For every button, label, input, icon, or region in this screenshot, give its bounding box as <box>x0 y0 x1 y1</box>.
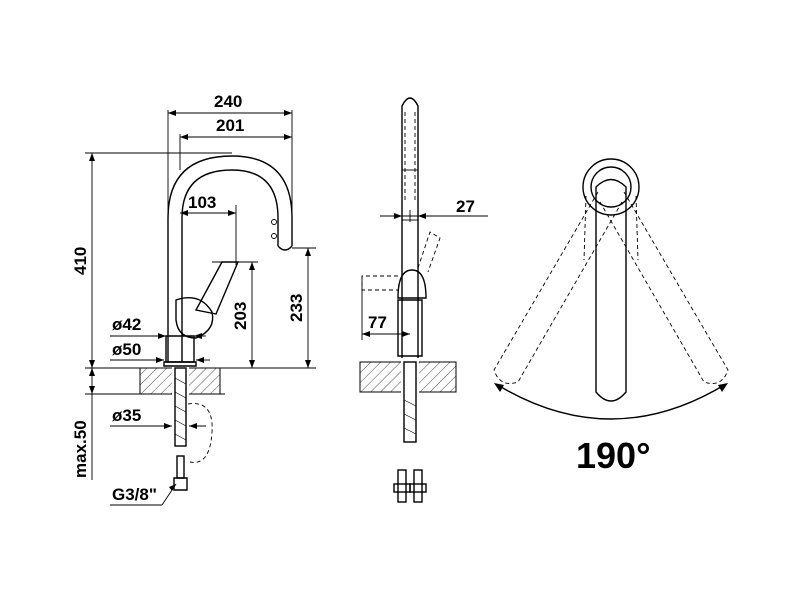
hose-connectors <box>393 469 427 503</box>
dim-77: 77 <box>368 313 387 332</box>
dim-410: 410 <box>71 247 90 275</box>
dim-103: 103 <box>188 193 216 212</box>
dim-dia-35: ø35 <box>112 406 141 425</box>
top-spout <box>595 178 627 402</box>
front-view: 240 201 103 410 203 233 ø42 ø50 ø35 max.… <box>71 92 316 506</box>
dim-203: 203 <box>231 302 250 330</box>
dim-max-50: max.50 <box>71 420 90 478</box>
swivel-arc <box>495 383 727 420</box>
side-view: 27 77 <box>359 97 488 503</box>
dim-240: 240 <box>214 92 242 111</box>
top-view: 190° <box>493 158 729 476</box>
front-faucet-body <box>167 155 293 362</box>
dim-201: 201 <box>216 116 244 135</box>
front-handle <box>175 297 214 339</box>
dim-dia-50: ø50 <box>112 340 141 359</box>
dim-233: 233 <box>287 294 306 322</box>
dim-27: 27 <box>456 197 475 216</box>
dim-dia-42: ø42 <box>112 315 141 334</box>
swivel-angle-label: 190° <box>576 435 650 476</box>
dim-thread: G3/8" <box>112 485 157 504</box>
side-faucet-body <box>401 97 419 358</box>
